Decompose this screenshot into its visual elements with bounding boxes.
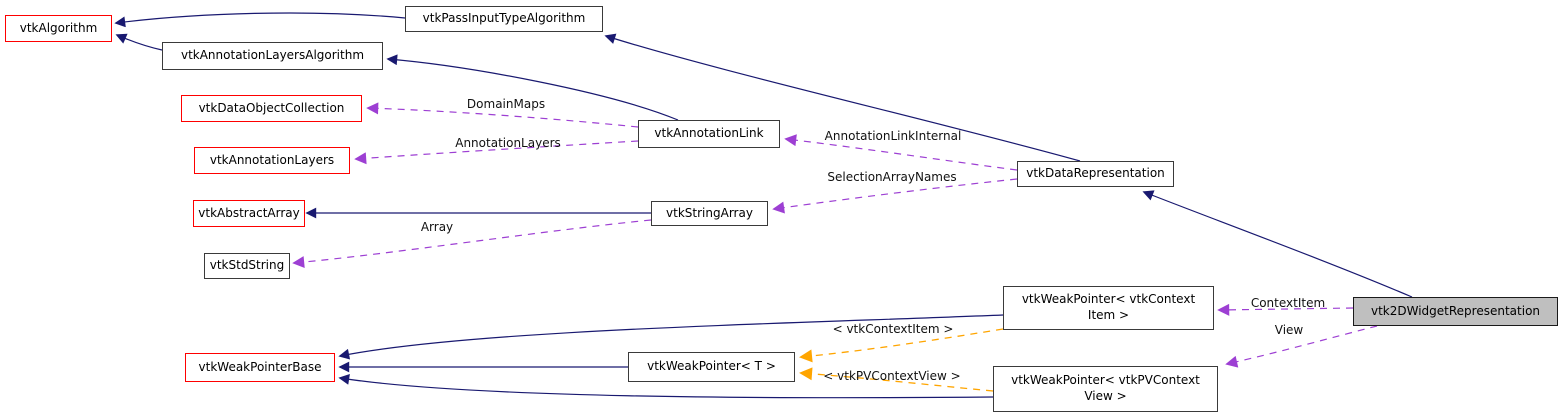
node-vtkWeakPointer-vtkPVContextView[interactable]: vtkWeakPointer< vtkPVContext View >	[993, 366, 1218, 412]
edge-annotationlink-to-annotationlayersalg	[386, 54, 679, 121]
node-label: vtk2DWidgetRepresentation	[1370, 303, 1541, 318]
edge-annotationlinkinternal	[784, 134, 1018, 171]
node-vtkDataObjectCollection[interactable]: vtkDataObjectCollection	[181, 95, 362, 122]
node-label: vtkAnnotationLayers	[209, 152, 335, 167]
node-label: vtkStringArray	[666, 205, 753, 220]
edge-domainmaps	[366, 102, 639, 128]
edge-label-view: View	[1274, 323, 1304, 337]
edge-array	[292, 219, 652, 269]
edge-contextitem	[1217, 303, 1354, 316]
node-label: vtkAbstractArray	[198, 205, 300, 220]
node-vtkWeakPointer-T[interactable]: vtkWeakPointer< T >	[628, 352, 795, 382]
node-vtk2DWidgetRepresentation-current: vtk2DWidgetRepresentation	[1353, 297, 1558, 326]
edge-passinput-to-algorithm	[114, 12, 406, 28]
node-vtkPassInputTypeAlgorithm[interactable]: vtkPassInputTypeAlgorithm	[405, 6, 603, 32]
node-vtkStringArray[interactable]: vtkStringArray	[651, 201, 768, 226]
edge-label-annotationlayers: AnnotationLayers	[455, 136, 561, 150]
node-label: vtkAnnotationLink	[654, 126, 764, 141]
edge-template-pvcontextview	[799, 367, 994, 392]
node-label-line1: vtkWeakPointer< vtkPVContext	[1011, 373, 1200, 388]
node-label: vtkAnnotationLayersAlgorithm	[180, 48, 365, 63]
edge-label-template-contextitem: < vtkContextItem >	[832, 322, 954, 336]
node-vtkAnnotationLayersAlgorithm[interactable]: vtkAnnotationLayersAlgorithm	[162, 42, 383, 70]
node-vtkWeakPointer-vtkContextItem[interactable]: vtkWeakPointer< vtkContext Item >	[1003, 286, 1214, 330]
node-label: vtkAlgorithm	[19, 20, 98, 35]
edge-label-domainmaps: DomainMaps	[466, 97, 546, 111]
edge-template-contextitem	[799, 328, 1004, 363]
edge-widget2d-to-datarepresentation	[1142, 190, 1413, 298]
node-vtkDataRepresentation[interactable]: vtkDataRepresentation	[1017, 161, 1174, 187]
node-label: vtkWeakPointerBase	[198, 359, 322, 374]
node-vtkStdString[interactable]: vtkStdString	[204, 253, 290, 279]
node-vtkAnnotationLayers[interactable]: vtkAnnotationLayers	[194, 147, 350, 174]
edge-view	[1225, 325, 1378, 368]
edge-selectionarraynames	[772, 178, 1018, 214]
node-label: vtkDataObjectCollection	[198, 100, 345, 115]
edge-annotationlayersalg-to-algorithm	[115, 33, 163, 51]
edge-datarepresentation-to-passinput	[604, 33, 1081, 162]
node-vtkAnnotationLink[interactable]: vtkAnnotationLink	[638, 120, 780, 148]
edge-weakptrcontextitem-to-weakptrbase	[338, 314, 1004, 360]
edge-label-annotationlinkinternal: AnnotationLinkInternal	[824, 129, 962, 143]
node-vtkAlgorithm[interactable]: vtkAlgorithm	[5, 15, 112, 42]
node-label: vtkDataRepresentation	[1026, 166, 1165, 181]
node-vtkAbstractArray[interactable]: vtkAbstractArray	[193, 200, 305, 227]
node-label: vtkStdString	[209, 258, 285, 273]
edge-weakptrpvcontextview-to-weakptrbase	[338, 374, 994, 399]
edge-label-selectionarraynames: SelectionArrayNames	[827, 170, 957, 184]
node-label-line1: vtkWeakPointer< vtkContext	[1021, 292, 1196, 307]
node-label: vtkWeakPointer< T >	[647, 359, 776, 374]
edge-label-array: Array	[420, 220, 454, 234]
node-vtkWeakPointerBase[interactable]: vtkWeakPointerBase	[185, 353, 335, 382]
node-label: vtkPassInputTypeAlgorithm	[422, 11, 586, 26]
edge-annotationlayers	[354, 140, 639, 165]
node-label-line2: View >	[1084, 389, 1127, 403]
edge-label-contextitem: ContextItem	[1250, 296, 1326, 310]
edge-label-template-pvcontextview: < vtkPVContextView >	[823, 369, 961, 383]
node-label-line2: Item >	[1087, 308, 1130, 322]
